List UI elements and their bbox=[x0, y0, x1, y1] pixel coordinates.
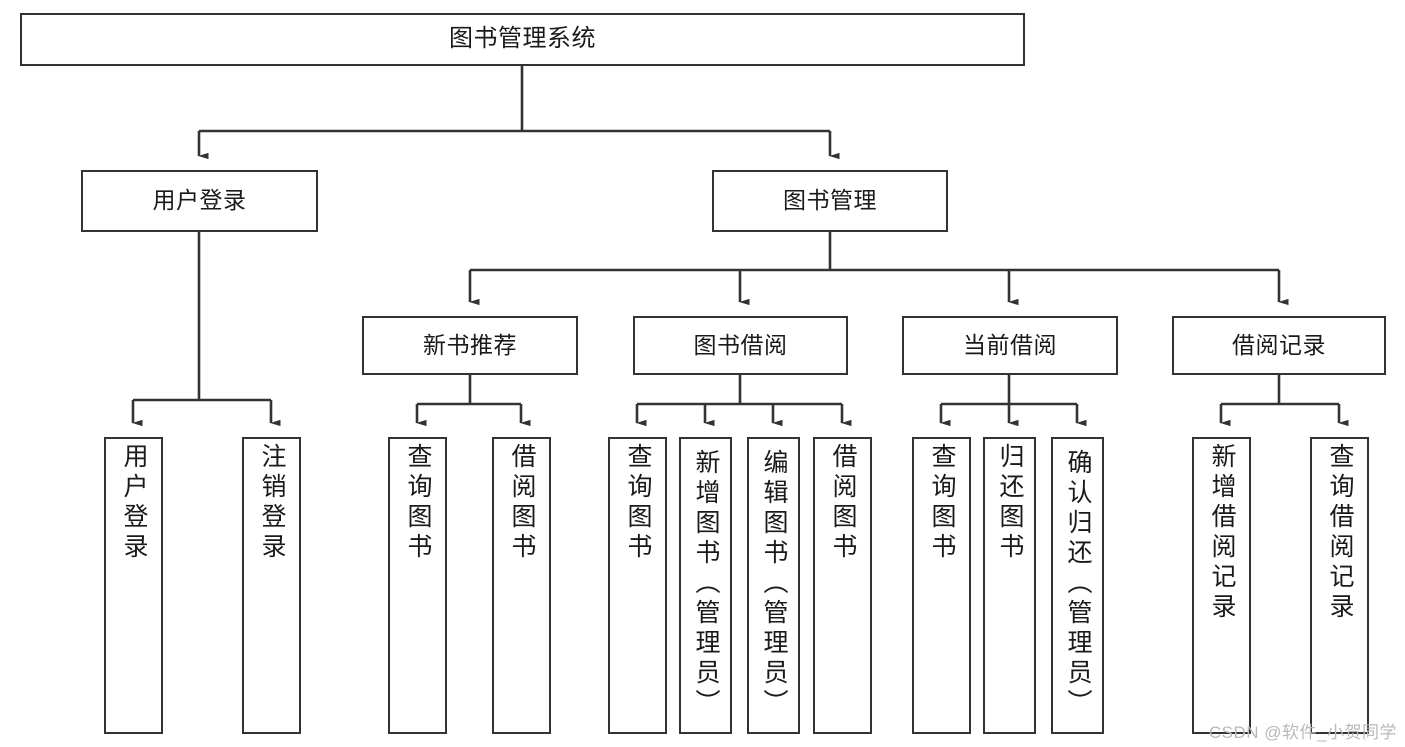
node-label: 当前借阅 bbox=[963, 331, 1057, 358]
node-label: 新增图书（管理员） bbox=[692, 449, 720, 719]
node-new-book-recommend[interactable]: 新书推荐 bbox=[362, 316, 578, 375]
node-root-system[interactable]: 图书管理系统 bbox=[20, 13, 1025, 66]
node-label: 查询借阅记录 bbox=[1326, 443, 1354, 623]
node-label: 借阅图书 bbox=[829, 443, 857, 563]
node-label: 注销登录 bbox=[258, 443, 286, 563]
leaf-borrow-add-book-admin[interactable]: 新增图书（管理员） bbox=[679, 437, 732, 734]
leaf-recommend-query-book[interactable]: 查询图书 bbox=[388, 437, 447, 734]
node-label: 新书推荐 bbox=[423, 331, 517, 358]
node-label: 用户登录 bbox=[152, 187, 247, 214]
leaf-current-query-book[interactable]: 查询图书 bbox=[912, 437, 971, 734]
node-label: 图书借阅 bbox=[693, 331, 788, 358]
node-label: 查询图书 bbox=[404, 443, 432, 563]
node-label: 查询图书 bbox=[624, 443, 652, 563]
node-label: 图书管理系统 bbox=[449, 25, 596, 53]
node-label: 编辑图书（管理员） bbox=[760, 449, 788, 719]
leaf-borrow-query-book[interactable]: 查询图书 bbox=[608, 437, 667, 734]
node-current-borrow[interactable]: 当前借阅 bbox=[902, 316, 1118, 375]
leaf-current-confirm-return-admin[interactable]: 确认归还（管理员） bbox=[1051, 437, 1104, 734]
leaf-user-logout[interactable]: 注销登录 bbox=[242, 437, 301, 734]
leaf-record-query-record[interactable]: 查询借阅记录 bbox=[1310, 437, 1369, 734]
watermark-text: CSDN @软件_小贺同学 bbox=[1208, 723, 1397, 742]
node-label: 借阅图书 bbox=[508, 443, 536, 563]
node-label: 新增借阅记录 bbox=[1208, 443, 1236, 623]
leaf-current-return-book[interactable]: 归还图书 bbox=[983, 437, 1036, 734]
node-label: 归还图书 bbox=[996, 443, 1024, 563]
leaf-user-login[interactable]: 用户登录 bbox=[104, 437, 163, 734]
node-label: 确认归还（管理员） bbox=[1064, 449, 1092, 719]
node-book-management[interactable]: 图书管理 bbox=[712, 170, 948, 232]
leaf-borrow-edit-book-admin[interactable]: 编辑图书（管理员） bbox=[747, 437, 800, 734]
node-borrow-record[interactable]: 借阅记录 bbox=[1172, 316, 1386, 375]
node-label: 查询图书 bbox=[928, 443, 956, 563]
node-book-borrow[interactable]: 图书借阅 bbox=[633, 316, 848, 375]
leaf-borrow-borrow-book[interactable]: 借阅图书 bbox=[813, 437, 872, 734]
leaf-recommend-borrow-book[interactable]: 借阅图书 bbox=[492, 437, 551, 734]
node-label: 借阅记录 bbox=[1232, 331, 1326, 358]
node-label: 用户登录 bbox=[120, 443, 148, 563]
node-label: 图书管理 bbox=[783, 187, 877, 214]
node-user-login[interactable]: 用户登录 bbox=[81, 170, 318, 232]
leaf-record-add-record[interactable]: 新增借阅记录 bbox=[1192, 437, 1251, 734]
